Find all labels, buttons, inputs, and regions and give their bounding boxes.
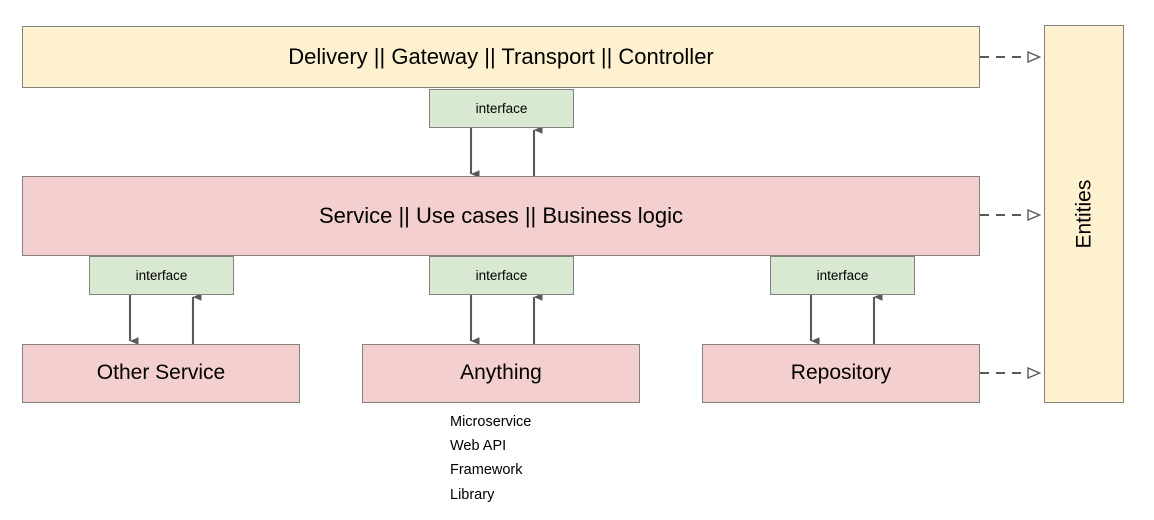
anything-notes-list: Microservice Web API Framework Library: [450, 410, 531, 507]
interface-box-top[interactable]: interface: [429, 89, 574, 128]
entities-label: Entities: [1071, 179, 1095, 249]
note-item: Microservice: [450, 414, 532, 430]
service-layer-label: Service || Use cases || Business logic: [319, 203, 683, 229]
interface-box-middle[interactable]: interface: [429, 256, 574, 295]
note-item: Framework: [450, 462, 523, 479]
interface-label-right: interface: [816, 267, 869, 283]
service-layer-box[interactable]: Service || Use cases || Business logic: [22, 176, 980, 256]
interface-label-top: interface: [475, 100, 528, 116]
entities-box[interactable]: Entities: [1044, 25, 1124, 403]
note-item: Library: [450, 486, 495, 503]
interface-label-left: interface: [135, 267, 188, 283]
other-service-box[interactable]: Other Service: [22, 344, 300, 403]
interface-box-right[interactable]: interface: [770, 256, 915, 295]
repository-box[interactable]: Repository: [702, 344, 980, 403]
note-item: Web API: [450, 438, 507, 455]
other-service-label: Other Service: [96, 361, 226, 385]
interface-label-middle: interface: [475, 267, 528, 283]
anything-box[interactable]: Anything: [362, 344, 640, 403]
delivery-layer-box[interactable]: Delivery || Gateway || Transport || Cont…: [22, 26, 980, 88]
interface-box-left[interactable]: interface: [89, 256, 234, 295]
anything-label: Anything: [460, 361, 542, 385]
repository-label: Repository: [790, 361, 892, 385]
delivery-layer-label: Delivery || Gateway || Transport || Cont…: [288, 44, 714, 70]
